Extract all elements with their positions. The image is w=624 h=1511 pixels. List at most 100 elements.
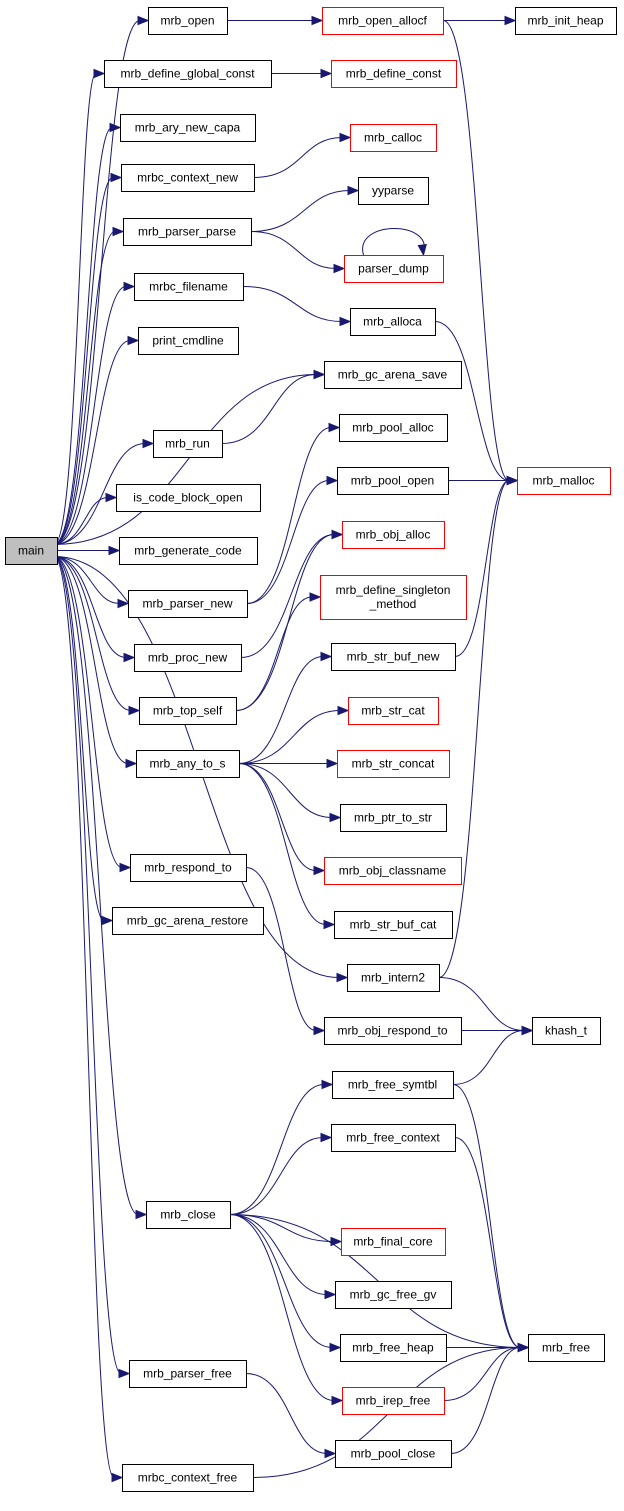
node-label: mrb_free_heap <box>352 1341 434 1355</box>
node-mrb-str-cat[interactable]: mrb_str_cat <box>348 697 439 725</box>
node-mrb-proc-new[interactable]: mrb_proc_new <box>134 644 242 672</box>
node-mrb-ary-new-capa[interactable]: mrb_ary_new_capa <box>120 114 256 142</box>
node-label: mrb_any_to_s <box>149 757 225 771</box>
edge-main-to-mrbc-context-free <box>53 556 124 1483</box>
node-label: mrb_open <box>160 14 214 28</box>
node-mrb-obj-respond-to[interactable]: mrb_obj_respond_to <box>324 1017 462 1045</box>
node-mrb-pool-close[interactable]: mrb_pool_close <box>335 1440 452 1468</box>
edge-main-to-print-cmdline <box>53 335 140 545</box>
node-mrb-define-const[interactable]: mrb_define_const <box>331 60 457 88</box>
edge-mrb-run-to-mrb-gc-arena-save <box>221 369 326 444</box>
arrowhead <box>320 68 333 79</box>
node-mrb-pool-open[interactable]: mrb_pool_open <box>337 467 449 495</box>
arrowhead <box>313 1025 326 1036</box>
node-label: mrb_parser_new <box>142 597 232 611</box>
arrowhead <box>339 132 352 143</box>
node-mrb-calloc[interactable]: mrb_calloc <box>350 124 437 152</box>
node-box <box>337 467 449 495</box>
node-box <box>528 1334 605 1362</box>
node-mrbc-filename[interactable]: mrbc_filename <box>134 273 244 301</box>
arrowhead <box>337 705 350 716</box>
node-box <box>136 750 240 778</box>
node-label: mrb_define_const <box>346 67 442 81</box>
node-mrb-free-symtbl[interactable]: mrb_free_symtbl <box>332 1071 454 1099</box>
node-box <box>342 521 445 549</box>
node-mrb-free[interactable]: mrb_free <box>528 1334 605 1362</box>
node-mrb-define-singleton-method[interactable]: mrb_define_singleton_method <box>320 575 467 620</box>
node-mrb-respond-to[interactable]: mrb_respond_to <box>130 854 247 882</box>
node-mrb-define-global-const[interactable]: mrb_define_global_const <box>104 60 272 88</box>
edge-mrbc-context-new-to-mrb-calloc <box>253 132 352 178</box>
node-mrbc-context-free[interactable]: mrbc_context_free <box>122 1464 254 1492</box>
node-mrb-intern2[interactable]: mrb_intern2 <box>347 964 440 992</box>
node-print-cmdline[interactable]: print_cmdline <box>138 327 239 355</box>
node-mrb-ptr-to-str[interactable]: mrb_ptr_to_str <box>340 804 447 832</box>
node-box <box>335 1281 452 1309</box>
node-mrb-parser-new[interactable]: mrb_parser_new <box>128 590 248 618</box>
node-label: mrb_parser_free <box>143 1367 232 1381</box>
node-box <box>350 124 437 152</box>
arrowhead <box>137 15 150 26</box>
node-mrb-run[interactable]: mrb_run <box>153 430 223 458</box>
node-label: mrb_define_singleton <box>336 583 451 597</box>
node-mrb-generate-code[interactable]: mrb_generate_code <box>119 537 258 565</box>
node-parser-dump[interactable]: parser_dump <box>344 255 444 283</box>
node-mrb-free-heap[interactable]: mrb_free_heap <box>340 1334 447 1362</box>
node-box <box>344 255 444 283</box>
node-mrb-str-concat[interactable]: mrb_str_concat <box>337 750 450 778</box>
edge-mrb-irep-free-to-mrb-free <box>443 1342 530 1401</box>
node-box <box>331 60 457 88</box>
edge-main-to-mrb-run <box>53 438 155 545</box>
node-mrb-open[interactable]: mrb_open <box>148 7 228 35</box>
node-label: mrb_gc_arena_restore <box>127 914 249 928</box>
node-box <box>334 911 453 939</box>
arrowhead <box>309 592 322 602</box>
edge-mrb-top-self-to-mrb-define-singleton-method <box>235 592 322 711</box>
node-mrb-parser-parse[interactable]: mrb_parser_parse <box>123 218 252 246</box>
node-mrb-str-buf-new[interactable]: mrb_str_buf_new <box>331 643 456 671</box>
node-label: main <box>18 544 44 558</box>
edge-mrb-open-to-mrb-open-allocf <box>227 15 324 26</box>
node-mrb-open-allocf[interactable]: mrb_open_allocf <box>322 7 444 35</box>
node-mrb-malloc[interactable]: mrb_malloc <box>517 467 611 495</box>
arrowhead <box>517 1342 530 1353</box>
node-mrb-pool-alloc[interactable]: mrb_pool_alloc <box>339 414 448 442</box>
call-edges <box>53 15 534 1483</box>
node-box <box>342 1387 445 1415</box>
node-mrbc-context-new[interactable]: mrbc_context_new <box>121 164 255 192</box>
arrowhead <box>417 243 427 257</box>
node-mrb-parser-free[interactable]: mrb_parser_free <box>129 1360 247 1388</box>
arrowhead <box>504 15 517 26</box>
node-is-code-block-open[interactable]: is_code_block_open <box>116 484 261 512</box>
node-main[interactable]: main <box>5 537 58 565</box>
node-khash-t[interactable]: khash_t <box>532 1017 601 1045</box>
edge-main-to-mrb-parser-new <box>53 556 130 609</box>
edge-mrb-close-to-mrb-gc-free-gv <box>229 1214 337 1300</box>
node-mrb-obj-classname[interactable]: mrb_obj_classname <box>324 857 462 885</box>
node-label: mrb_malloc <box>532 474 594 488</box>
node-mrb-gc-arena-restore[interactable]: mrb_gc_arena_restore <box>112 907 264 935</box>
arrowhead <box>326 758 339 769</box>
node-yyparse[interactable]: yyparse <box>358 177 429 205</box>
node-mrb-gc-free-gv[interactable]: mrb_gc_free_gv <box>335 1281 452 1309</box>
node-label: parser_dump <box>358 262 429 276</box>
arrowhead <box>321 1079 334 1090</box>
node-box <box>112 907 264 935</box>
node-mrb-final-core[interactable]: mrb_final_core <box>341 1228 446 1256</box>
node-mrb-obj-alloc[interactable]: mrb_obj_alloc <box>342 521 445 549</box>
node-mrb-free-context[interactable]: mrb_free_context <box>331 1124 456 1152</box>
node-box <box>331 643 456 671</box>
node-mrb-gc-arena-save[interactable]: mrb_gc_arena_save <box>324 361 462 389</box>
node-mrb-irep-free[interactable]: mrb_irep_free <box>342 1387 445 1415</box>
node-mrb-alloca[interactable]: mrb_alloca <box>350 308 436 336</box>
node-mrb-top-self[interactable]: mrb_top_self <box>139 697 237 725</box>
node-mrb-close[interactable]: mrb_close <box>146 1201 231 1229</box>
node-label: mrb_ptr_to_str <box>354 811 432 825</box>
node-mrb-init-heap[interactable]: mrb_init_heap <box>515 7 617 35</box>
node-box <box>130 854 247 882</box>
arrowhead <box>135 1209 148 1220</box>
edge-mrb-open-allocf-to-mrb-malloc <box>442 20 519 486</box>
node-mrb-str-buf-cat[interactable]: mrb_str_buf_cat <box>334 911 453 939</box>
node-label: mrb_ary_new_capa <box>135 121 241 135</box>
node-mrb-any-to-s[interactable]: mrb_any_to_s <box>136 750 240 778</box>
